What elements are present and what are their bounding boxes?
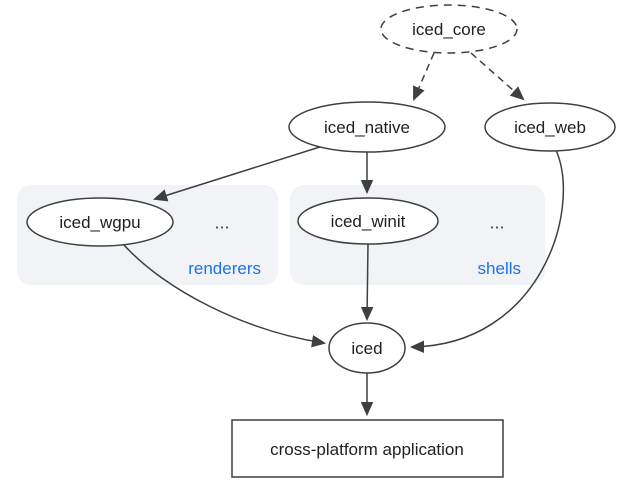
node-label-iced-wgpu: iced_wgpu [59, 213, 140, 232]
group-label-renderers: renderers [188, 259, 261, 278]
node-label-app: cross-platform application [270, 440, 464, 459]
node-iced-core [380, 4, 518, 54]
node-iced-web [484, 102, 616, 152]
group-label-shells: shells [478, 259, 521, 278]
ellipsis-shells: ... [489, 212, 504, 232]
node-label-iced-native: iced_native [324, 118, 410, 137]
node-app [231, 419, 504, 478]
edge-iced_web-iced [409, 149, 564, 354]
node-label-iced-core: iced_core [412, 20, 486, 39]
edge-iced_core-iced_web [470, 52, 525, 101]
node-iced-wgpu [26, 197, 174, 247]
node-label-iced-web: iced_web [514, 118, 586, 137]
node-iced [328, 322, 406, 374]
ellipsis-renderers: ... [214, 212, 229, 232]
node-label-iced-winit: iced_winit [331, 212, 406, 231]
edge-iced_core-iced_native [413, 52, 435, 101]
edge-iced_native-iced_wgpu [152, 145, 324, 202]
edge-iced_wgpu-iced [123, 244, 327, 348]
node-iced-winit [297, 197, 439, 245]
node-iced-native [288, 101, 446, 153]
edge-iced_winit-iced [360, 243, 374, 322]
node-label-iced: iced [351, 339, 382, 358]
